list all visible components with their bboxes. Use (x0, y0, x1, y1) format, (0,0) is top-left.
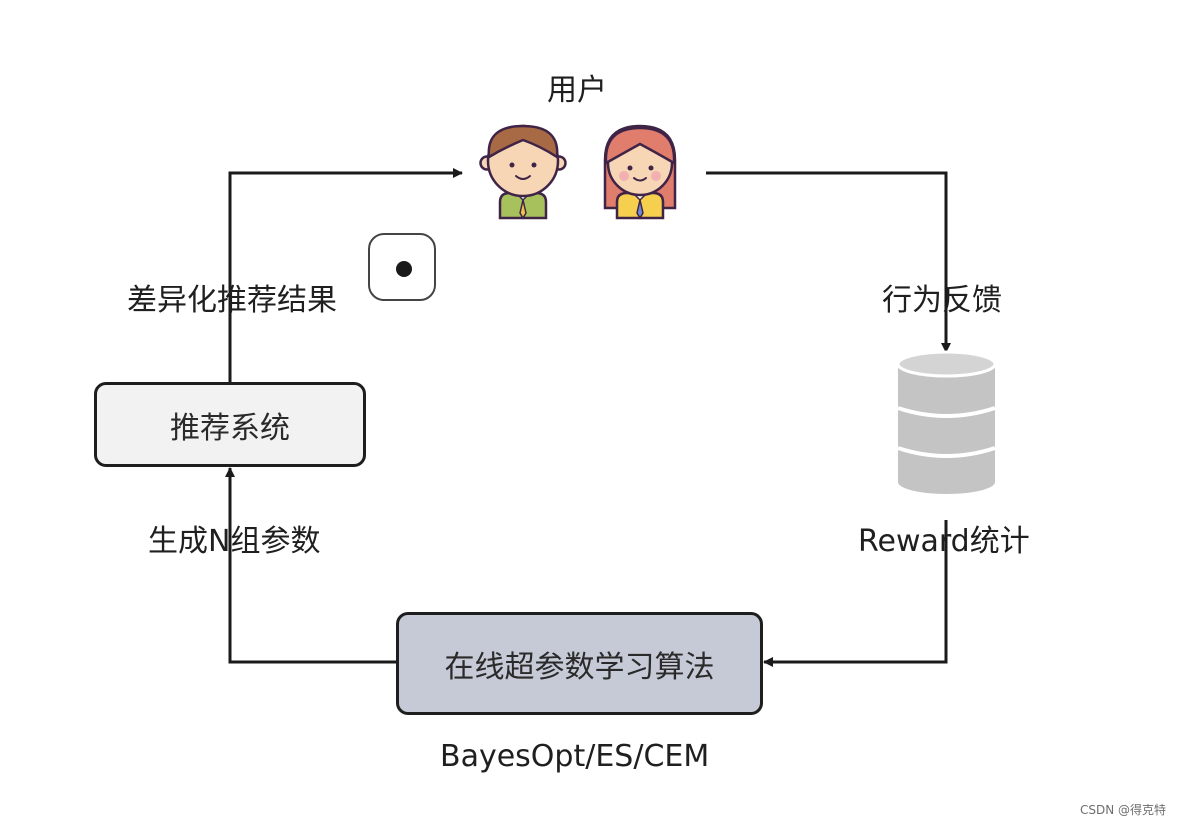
edge-database-to-tuner (763, 520, 948, 667)
edge-recommend-to-users (228, 168, 463, 382)
users-label: 用户 (547, 73, 607, 108)
record-dot-icon[interactable] (368, 233, 436, 301)
edge-label-reward-stats: Reward统计 (858, 524, 1030, 559)
edge-label-behavior-feedback: 行为反馈 (882, 283, 1002, 318)
algorithms-caption: BayesOpt/ES/CEM (440, 739, 710, 774)
online-hyperparameter-learning-node: 在线超参数学习算法 (396, 612, 763, 715)
recommender-system-node: 推荐系统 (94, 382, 366, 467)
edge-label-generate-params: 生成N组参数 (148, 524, 321, 559)
database-icon (896, 350, 997, 494)
record-dot (396, 261, 412, 277)
edge-label-differentiated-results: 差异化推荐结果 (127, 283, 337, 318)
girl-avatar-icon (603, 124, 677, 220)
watermark: CSDN @得克特 (1079, 803, 1166, 817)
edge-users-to-database (706, 171, 951, 353)
boy-avatar-icon (479, 124, 567, 220)
edge-tuner-to-recommender (225, 467, 398, 664)
